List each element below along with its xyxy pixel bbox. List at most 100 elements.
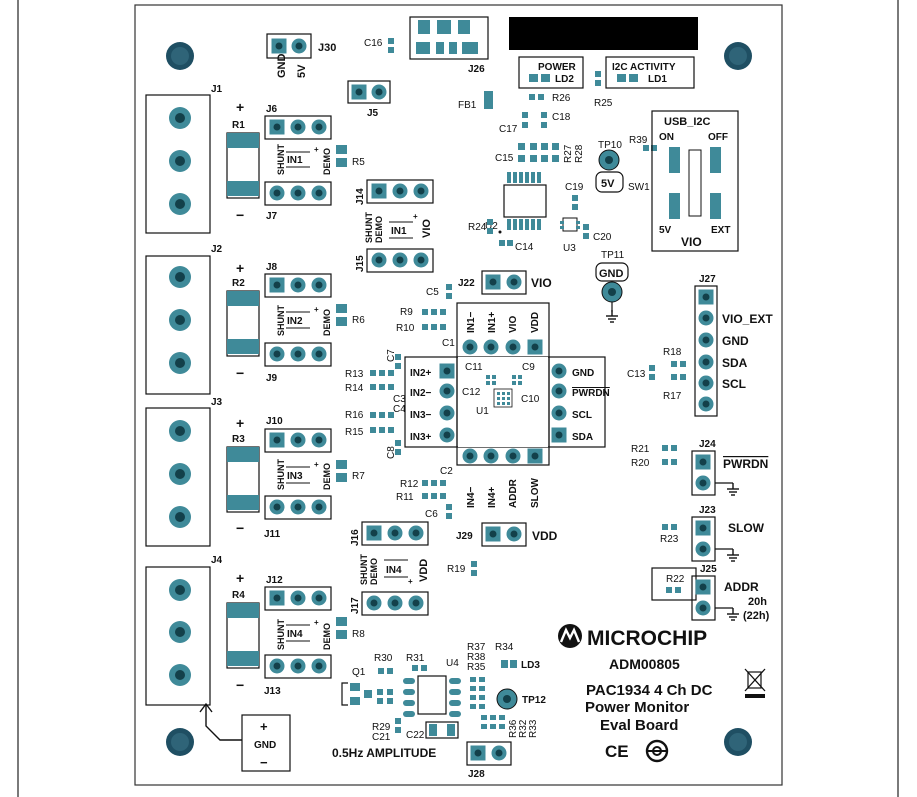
label-ld3: LD3	[521, 660, 540, 671]
label-c13: C13	[627, 369, 646, 380]
label-j11: J11	[264, 529, 281, 540]
label-j1: J1	[211, 84, 223, 95]
label-in3: IN3	[287, 471, 303, 482]
silk-label: +	[260, 719, 268, 734]
label-ld2: LD2	[555, 74, 574, 85]
label-r19: R19	[447, 564, 466, 575]
label-r24: R24	[468, 222, 487, 233]
label-c11: C11	[465, 362, 483, 373]
label-c3: C3	[393, 394, 406, 405]
label-c19: C19	[565, 182, 584, 193]
label-j14: J14	[355, 188, 366, 205]
silk-label: IN2−	[410, 388, 432, 399]
label-j7: J7	[266, 211, 278, 222]
label-vio-sw: VIO	[681, 235, 702, 249]
label-addr: ADDR	[724, 580, 759, 594]
label-r16: R16	[345, 410, 364, 421]
label-r3: R3	[232, 434, 245, 445]
label-j13: J13	[264, 686, 281, 697]
ic-u2	[498, 172, 547, 234]
channel-3: J3 + R3 − J10 SHUNT DEMO IN3 + J11 R7	[145, 397, 365, 547]
title-line3: Eval Board	[600, 717, 678, 734]
label-5v-tp10: 5V	[601, 178, 615, 190]
label-addr-20h: 20h	[748, 596, 767, 608]
silk-label: +	[314, 618, 319, 627]
silk-label: IN4−	[466, 486, 477, 508]
microchip-logo-icon	[558, 624, 582, 648]
channel-2: J2 + R2 − J8 SHUNT DEMO IN2 + J9 R6	[145, 244, 365, 395]
label-j6: J6	[266, 104, 278, 115]
label-5v-sw: 5V	[659, 225, 672, 236]
mount-hole-tl	[166, 42, 194, 70]
silk-label: SLOW	[530, 477, 541, 508]
label-j27: J27	[699, 274, 716, 285]
silk-label: SHUNT	[364, 211, 374, 243]
silk-label: +	[236, 260, 244, 276]
label-r36: R36	[508, 719, 519, 738]
silk-label: SHUNT	[276, 458, 286, 490]
label-r20: R20	[631, 458, 650, 469]
label-c10: C10	[521, 394, 540, 405]
label-scl: SCL	[722, 377, 746, 391]
label-r15: R15	[345, 427, 364, 438]
silk-label: SCL	[572, 410, 592, 421]
label-r9: R9	[400, 307, 413, 318]
silk-label: IN3−	[410, 410, 432, 421]
label-r5: R5	[352, 157, 365, 168]
label-r23: R23	[660, 534, 679, 545]
label-j2: J2	[211, 244, 223, 255]
label-u3: U3	[563, 243, 576, 254]
label-q1: Q1	[352, 667, 366, 678]
recycle-icon	[645, 739, 669, 763]
label-c8: C8	[386, 446, 397, 459]
label-u1: U1	[476, 406, 489, 417]
label-gnd-j27: GND	[722, 334, 749, 348]
weee-bin-icon	[744, 668, 766, 698]
silk-label: IN3+	[410, 432, 432, 443]
label-r32: R32	[518, 719, 529, 738]
board-outline	[134, 4, 783, 786]
silk-label: IN1	[391, 226, 407, 237]
silk-label: IN1−	[466, 311, 477, 333]
label-j10: J10	[266, 416, 283, 427]
silk-label: +	[314, 305, 319, 314]
label-r33: R33	[528, 719, 539, 738]
label-r34: R34	[495, 642, 514, 653]
silk-label: −	[236, 677, 244, 693]
label-vio-j14: VIO	[421, 219, 433, 238]
label-tp10: TP10	[598, 140, 622, 151]
silk-label: DEMO	[322, 463, 332, 490]
label-r11: R11	[396, 492, 414, 503]
label-r25: R25	[594, 98, 613, 109]
label-r7: R7	[352, 471, 365, 482]
label-j17: J17	[350, 597, 361, 614]
label-tp12: TP12	[522, 695, 546, 706]
label-gnd-j30: GND	[276, 54, 288, 79]
label-slow: SLOW	[728, 521, 765, 535]
label-r8: R8	[352, 629, 365, 640]
label-power: POWER	[538, 62, 577, 73]
label-r12: R12	[400, 479, 419, 490]
label-in4: IN4	[287, 629, 303, 640]
label-vio-j22: VIO	[531, 276, 552, 290]
label-on: ON	[659, 132, 674, 143]
silk-label: −	[236, 365, 244, 381]
silk-label: IN2+	[410, 368, 432, 379]
silk-label: −	[236, 207, 244, 223]
label-i2c-activity: I2C ACTIVITY	[612, 62, 676, 73]
label-r17: R17	[663, 391, 682, 402]
label-j22: J22	[458, 278, 475, 289]
label-in1: IN1	[287, 155, 303, 166]
blank-label-block	[509, 17, 698, 50]
silk-label: DEMO	[322, 309, 332, 336]
label-u4: U4	[446, 658, 459, 669]
label-u2: U2	[485, 221, 498, 232]
label-c2: C2	[440, 466, 453, 477]
label-off: OFF	[708, 132, 728, 143]
silk-label: +	[413, 212, 418, 221]
label-c4: C4	[393, 404, 406, 415]
silk-label: SHUNT	[359, 553, 369, 585]
label-ext: EXT	[711, 225, 730, 236]
label-c9: C9	[522, 362, 535, 373]
